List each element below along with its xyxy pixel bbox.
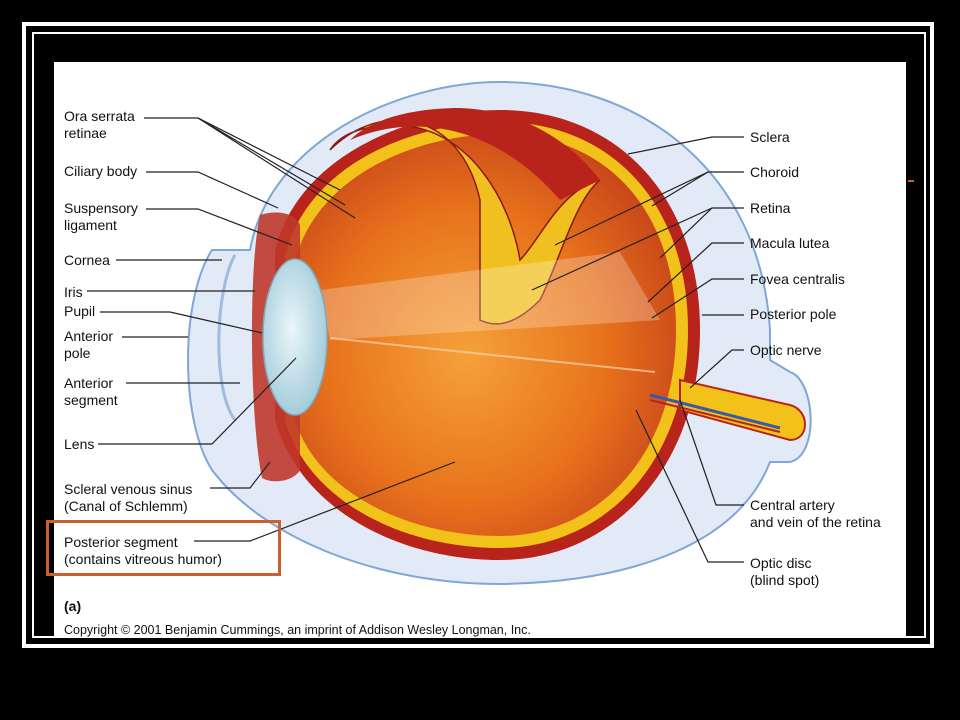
label-macula-lutea: Macula lutea <box>750 235 830 251</box>
label-optic-nerve: Optic nerve <box>750 342 822 358</box>
cornea-shape <box>217 254 237 421</box>
label-scleral-venous-sinus: Scleral venous sinus(Canal of Schlemm) <box>64 481 193 514</box>
right-leader-lines <box>531 136 744 563</box>
label-ciliary-body: Ciliary body <box>64 163 138 179</box>
label-posterior-segment: Posterior segment(contains vitreous humo… <box>64 534 222 567</box>
label-pupil: Pupil <box>64 303 96 319</box>
label-retina: Retina <box>750 200 791 216</box>
label-fovea-centralis: Fovea centralis <box>750 271 845 287</box>
figure-tag: (a) <box>64 598 82 614</box>
section-plane <box>320 252 660 340</box>
highlight-box-posterior-segment <box>46 520 281 576</box>
label-posterior-pole: Posterior pole <box>750 306 837 322</box>
label-cornea: Cornea <box>64 252 110 268</box>
left-leader-lines <box>87 117 456 542</box>
retina-flap <box>329 119 601 325</box>
lens-shape <box>262 258 328 416</box>
label-lens: Lens <box>64 436 95 452</box>
label-iris: Iris <box>64 284 83 300</box>
vitreous-body <box>295 134 676 536</box>
label-choroid: Choroid <box>750 164 800 180</box>
copyright-notice: Copyright © 2001 Benjamin Cummings, an i… <box>64 623 531 637</box>
label-optic-disc: Optic disc(blind spot) <box>750 555 820 588</box>
choroid-flap <box>350 108 600 200</box>
label-sclera: Sclera <box>750 129 790 145</box>
edge-mark <box>908 180 914 182</box>
